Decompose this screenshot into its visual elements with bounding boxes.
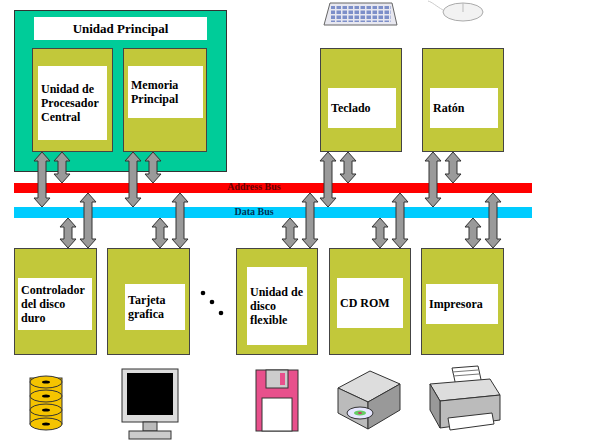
component-box: Unidad de Procesador Central: [32, 48, 113, 152]
box-label: Tarjeta grafica: [125, 284, 185, 330]
bus-band: Address Bus: [14, 183, 532, 193]
component-box: Tarjeta grafica: [107, 248, 190, 355]
bus-arrow: [445, 152, 461, 183]
component-box: CD ROM: [329, 248, 411, 355]
box-label: Address Bus: [199, 182, 309, 192]
component-box: Unidad de disco flexible: [236, 248, 318, 355]
bus-band: Data Bus: [14, 207, 532, 218]
box-label: Unidad de disco flexible: [247, 267, 307, 345]
bus-arrow: [465, 218, 481, 248]
bus-arrow: [152, 218, 168, 248]
bus-arrow: [80, 193, 96, 248]
cd-drive-icon: [338, 371, 400, 429]
keyboard-icon: [324, 3, 397, 25]
main-unit-box: Unidad PrincipalUnidad de Procesador Cen…: [14, 10, 227, 172]
component-box: Ratón: [422, 48, 504, 152]
bus-arrow: [425, 152, 441, 207]
box-label: Memoria Principal: [128, 66, 203, 118]
component-box: Memoria Principal: [123, 48, 207, 152]
box-label: Data Bus: [199, 206, 309, 217]
box-label: Unidad de Procesador Central: [38, 66, 107, 140]
monitor-icon: [122, 369, 178, 439]
bus-arrow: [320, 152, 336, 207]
box-label: Unidad Principal: [34, 17, 207, 40]
floppy-icon: [256, 370, 298, 431]
component-box: Teclado: [320, 48, 402, 152]
bus-arrow: [372, 218, 388, 248]
bus-arrow: [302, 193, 318, 248]
bus-arrow: [172, 193, 188, 248]
box-label: Teclado: [328, 88, 396, 128]
bus-arrow: [392, 193, 408, 248]
bus-arrow: [340, 152, 356, 183]
hard-disk-icon: [30, 376, 62, 430]
component-box: Impresora: [421, 248, 504, 355]
box-label: Controlador del disco duro: [18, 278, 92, 330]
component-box: Controlador del disco duro: [14, 248, 97, 355]
printer-icon: [430, 366, 500, 430]
mouse-icon: [428, 1, 483, 21]
ellipsis-dots: [201, 291, 224, 316]
bus-arrow: [282, 218, 298, 248]
box-label: Ratón: [430, 88, 498, 128]
bus-arrow: [60, 218, 76, 248]
bus-arrow: [485, 193, 501, 248]
box-label: Impresora: [426, 284, 498, 324]
box-label: CD ROM: [337, 278, 403, 328]
